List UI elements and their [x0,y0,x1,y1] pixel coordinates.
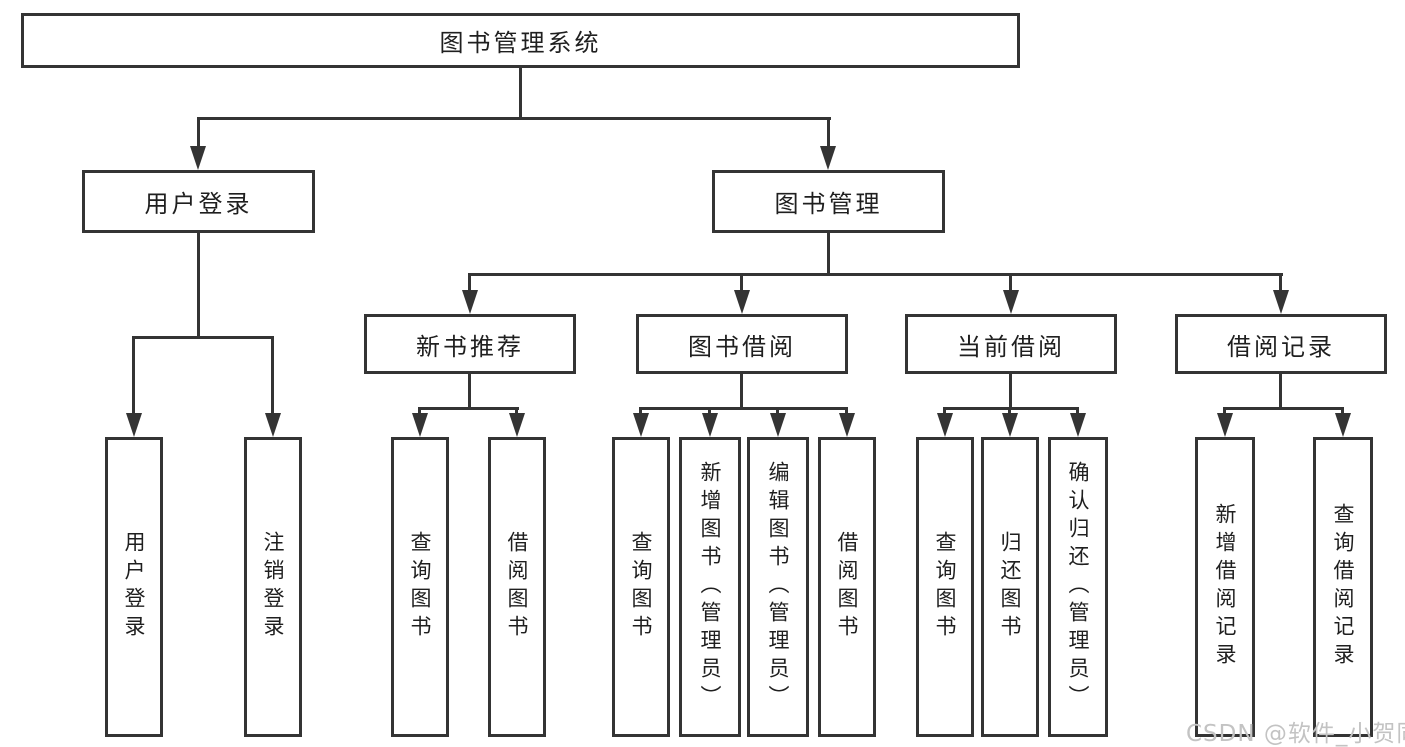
connector-line [1279,374,1282,407]
arrowhead-down-icon [412,413,428,437]
arrowhead-down-icon [770,413,786,437]
node-library-system: 图书管理系统 [21,13,1020,68]
connector-line [418,407,421,417]
arrowhead-down-icon [937,413,953,437]
node-label: 借阅图书 [505,531,530,643]
connector-line [197,233,200,336]
node-label: 新增图书（管理员） [698,461,723,713]
arrowhead-down-icon [734,290,750,314]
connector-line [827,233,830,273]
node-label: 图书借阅 [688,332,796,361]
connector-line [1009,374,1012,407]
arrowhead-down-icon [509,413,525,437]
node-user-login: 用户登录 [82,170,315,233]
connector-line [1009,273,1012,297]
connector-line [1008,407,1011,417]
node-label: 查询图书 [408,531,433,643]
arrowhead-down-icon [1273,290,1289,314]
node-label: 借阅图书 [835,531,860,643]
node-borrow-books-action: 借阅图书 [818,437,876,737]
node-label: 注销登录 [261,531,286,643]
node-label: 查询借阅记录 [1331,503,1356,671]
connector-line [132,336,135,416]
connector-line [708,407,711,417]
node-return-books: 归还图书 [981,437,1039,737]
node-edit-books-admin: 编辑图书（管理员） [747,437,809,737]
node-logout-action: 注销登录 [244,437,302,737]
node-label: 用户登录 [144,190,253,218]
node-query-borrow-record: 查询借阅记录 [1313,437,1373,737]
node-user-login-action: 用户登录 [105,437,163,737]
arrowhead-down-icon [462,290,478,314]
arrowhead-down-icon [1335,413,1351,437]
arrowhead-down-icon [1217,413,1233,437]
connector-line [1223,407,1226,417]
node-label: 新书推荐 [416,332,524,361]
arrowhead-down-icon [1002,413,1018,437]
connector-line [740,273,743,297]
node-query-books-borrow: 查询图书 [612,437,670,737]
node-label: 查询图书 [629,531,654,643]
node-borrow-books-recommend: 借阅图书 [488,437,546,737]
connector-line [519,68,522,118]
connector-line [740,374,743,407]
node-query-books-current: 查询图书 [916,437,974,737]
connector-line [1076,407,1079,417]
node-book-management: 图书管理 [712,170,945,233]
connector-line [776,407,779,417]
connector-line [271,336,274,416]
node-label: 查询图书 [933,531,958,643]
node-label: 借阅记录 [1227,332,1335,361]
connector-line [469,273,1283,276]
connector-line [639,407,642,417]
arrowhead-down-icon [839,413,855,437]
node-label: 图书管理 [774,190,883,218]
connector-line [197,117,831,120]
arrowhead-down-icon [126,413,142,437]
arrowhead-down-icon [1070,413,1086,437]
node-label: 当前借阅 [957,332,1065,361]
connector-line [827,117,830,149]
node-label: 确认归还（管理员） [1066,461,1091,713]
node-label: 图书管理系统 [439,29,602,57]
csdn-watermark: CSDN @软件_小贺同学 [1186,721,1405,747]
connector-line [943,407,946,417]
connector-line [468,374,471,407]
connector-line [468,273,471,297]
arrowhead-down-icon [633,413,649,437]
node-label: 归还图书 [998,531,1023,643]
arrowhead-down-icon [702,413,718,437]
arrowhead-down-icon [190,146,206,170]
connector-line [640,407,848,410]
connector-line [944,407,1079,410]
connector-line [1341,407,1344,417]
connector-line [197,117,200,149]
node-label: 用户登录 [122,531,147,643]
connector-line [515,407,518,417]
node-add-borrow-record: 新增借阅记录 [1195,437,1255,737]
node-borrow-records: 借阅记录 [1175,314,1387,374]
node-book-borrow: 图书借阅 [636,314,848,374]
arrowhead-down-icon [820,146,836,170]
node-label: 新增借阅记录 [1213,503,1238,671]
node-label: 编辑图书（管理员） [766,461,791,713]
connector-line [419,407,519,410]
connector-line [1224,407,1344,410]
arrowhead-down-icon [265,413,281,437]
connector-line [133,336,274,339]
arrowhead-down-icon [1003,290,1019,314]
connector-line [845,407,848,417]
connector-line [1279,273,1282,297]
node-add-books-admin: 新增图书（管理员） [679,437,741,737]
node-confirm-return-admin: 确认归还（管理员） [1048,437,1108,737]
node-query-books-recommend: 查询图书 [391,437,449,737]
node-current-borrow: 当前借阅 [905,314,1117,374]
node-new-book-recommend: 新书推荐 [364,314,576,374]
